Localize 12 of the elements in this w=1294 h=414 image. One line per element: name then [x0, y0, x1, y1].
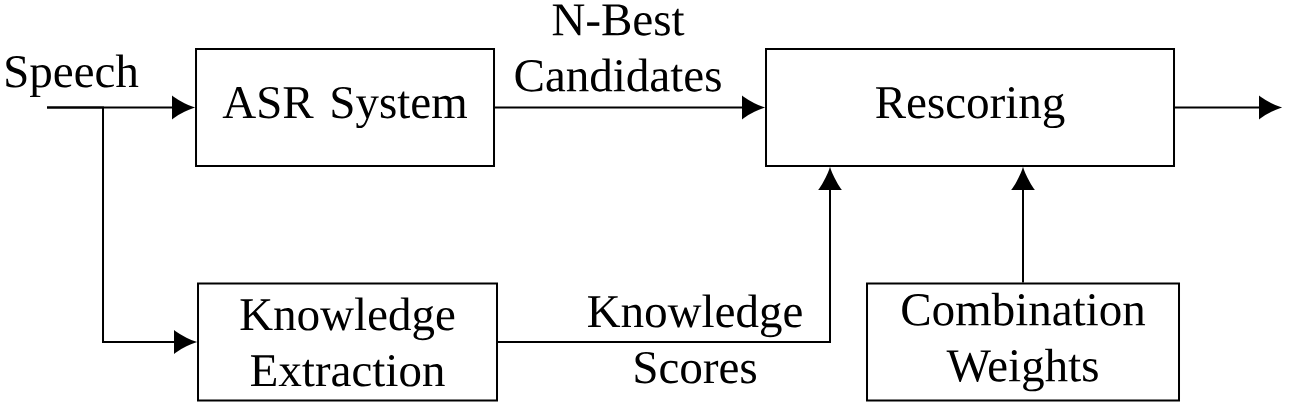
arrow: [494, 96, 763, 119]
edge-label: N-Best Candidates: [515, 4, 721, 92]
process-box: Combination Weights: [866, 282, 1180, 402]
process-box: Rescoring: [765, 48, 1175, 167]
arrow: [46, 106, 195, 353]
edge-label: Knowledge Scores: [588, 294, 802, 384]
process-box: ASR System: [195, 48, 495, 167]
arrow: [1174, 96, 1280, 119]
arrow: [1012, 169, 1034, 284]
arrow: [497, 169, 841, 343]
input-label: Speech: [6, 54, 139, 98]
process-box: Knowledge Extraction: [197, 282, 498, 402]
